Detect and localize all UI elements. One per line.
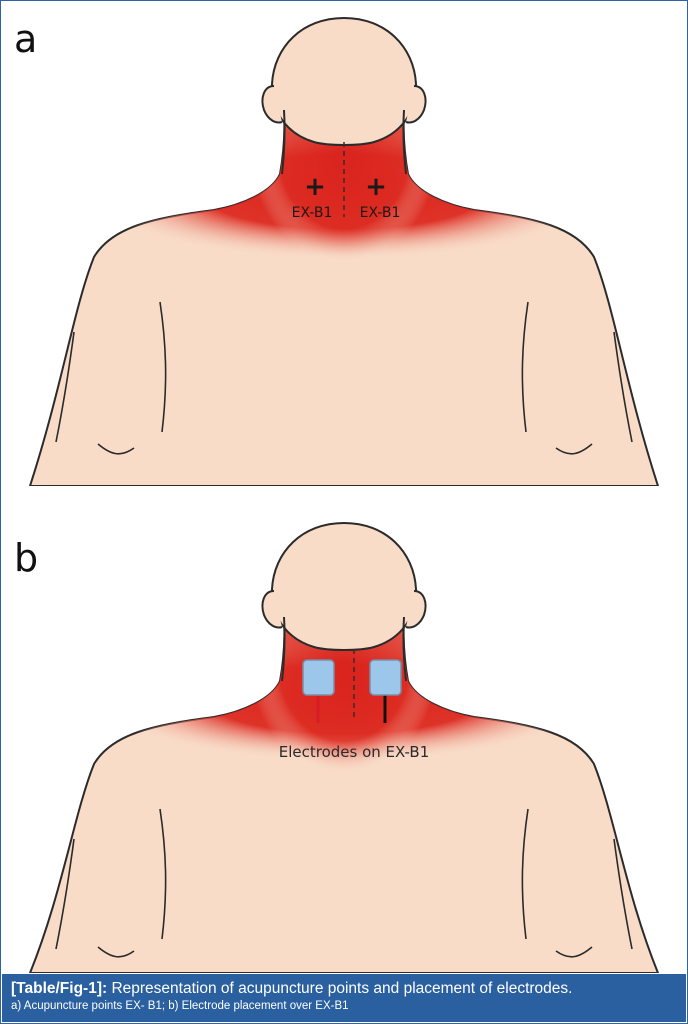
caption-line-1: [Table/Fig-1]: Representation of acupunc… bbox=[11, 979, 680, 999]
caption-subtitle: a) Acupuncture points EX- B1; b) Electro… bbox=[11, 999, 680, 1014]
caption-title: Representation of acupuncture points and… bbox=[107, 980, 572, 997]
acupoint-marker-right: + bbox=[365, 172, 387, 202]
back-illustration-a: + + EX-B1 EX-B1 bbox=[2, 2, 686, 486]
acupoint-label-left: EX-B1 bbox=[292, 205, 333, 221]
back-illustration-b: Electrodes on EX-B1 bbox=[2, 499, 686, 973]
head-a bbox=[272, 18, 416, 145]
electrode-label: Electrodes on EX-B1 bbox=[279, 743, 430, 761]
head-b bbox=[272, 523, 416, 650]
panel-b: Electrodes on EX-B1 b bbox=[2, 499, 686, 973]
acupoint-marker-left: + bbox=[304, 172, 326, 202]
panel-letter-a: a bbox=[14, 20, 37, 58]
electrode-pad-left bbox=[303, 660, 334, 695]
panel-letter-b: b bbox=[14, 539, 38, 577]
electrode-pad-right bbox=[370, 660, 401, 695]
figure-caption: [Table/Fig-1]: Representation of acupunc… bbox=[2, 974, 686, 1022]
caption-label: [Table/Fig-1]: bbox=[11, 980, 107, 997]
panel-a: + + EX-B1 EX-B1 a bbox=[2, 2, 686, 486]
acupoint-label-right: EX-B1 bbox=[360, 205, 401, 221]
